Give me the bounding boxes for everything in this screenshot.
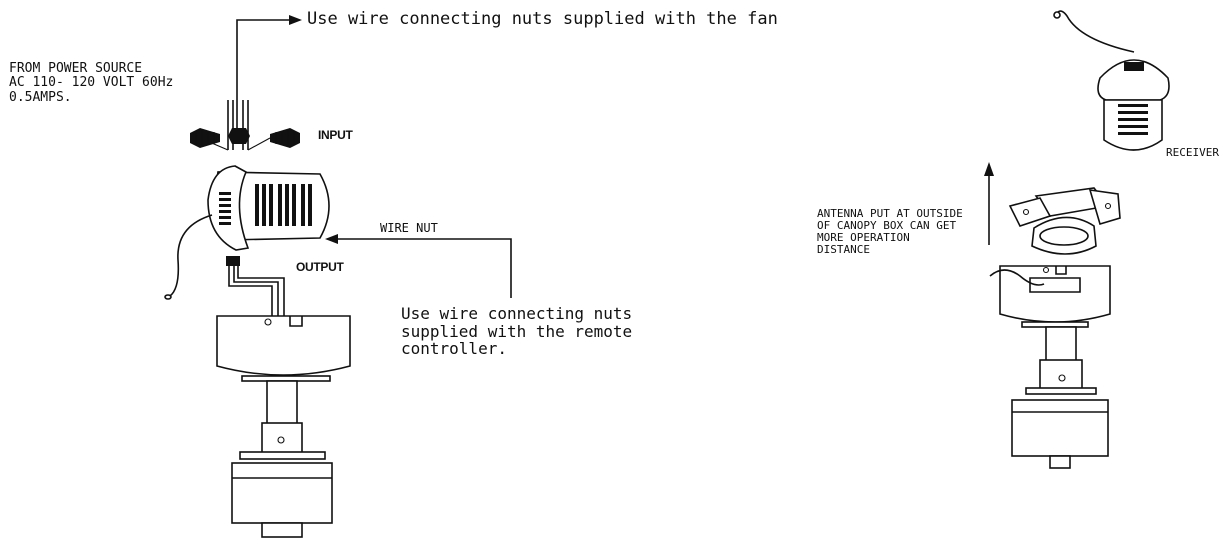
fan-motor-right: [1011, 326, 1109, 469]
antenna-note-label: ANTENNA PUT AT OUTSIDE OF CANOPY BOX CAN…: [817, 207, 963, 257]
wire-nut-label: WIRE NUT: [380, 221, 438, 235]
output-label: OUTPUT: [296, 260, 344, 274]
fan-motor-left: [231, 380, 333, 538]
wire-nut-center: [228, 128, 250, 144]
top-note-label: Use wire connecting nuts supplied with t…: [307, 9, 778, 29]
antenna-arrow: [984, 162, 994, 245]
input-label: INPUT: [318, 128, 353, 142]
power-source-label: FROM POWER SOURCE AC 110- 120 VOLT 60Hz …: [9, 61, 174, 105]
output-wires: [226, 256, 285, 318]
wire-nut-right: [270, 128, 300, 148]
remote-note-label: Use wire connecting nuts supplied with t…: [401, 304, 633, 359]
receiver-left: [164, 165, 330, 300]
receiver-right: [1053, 10, 1170, 151]
mounting-bracket: [1008, 187, 1121, 255]
canopy-right: [989, 265, 1111, 328]
wire-nut-arrow: [325, 234, 512, 298]
top-note-arrow: [236, 15, 302, 128]
receiver-label: RECEIVER: [1166, 146, 1219, 159]
wire-nut-left: [190, 128, 220, 148]
canopy-left: [216, 315, 351, 382]
